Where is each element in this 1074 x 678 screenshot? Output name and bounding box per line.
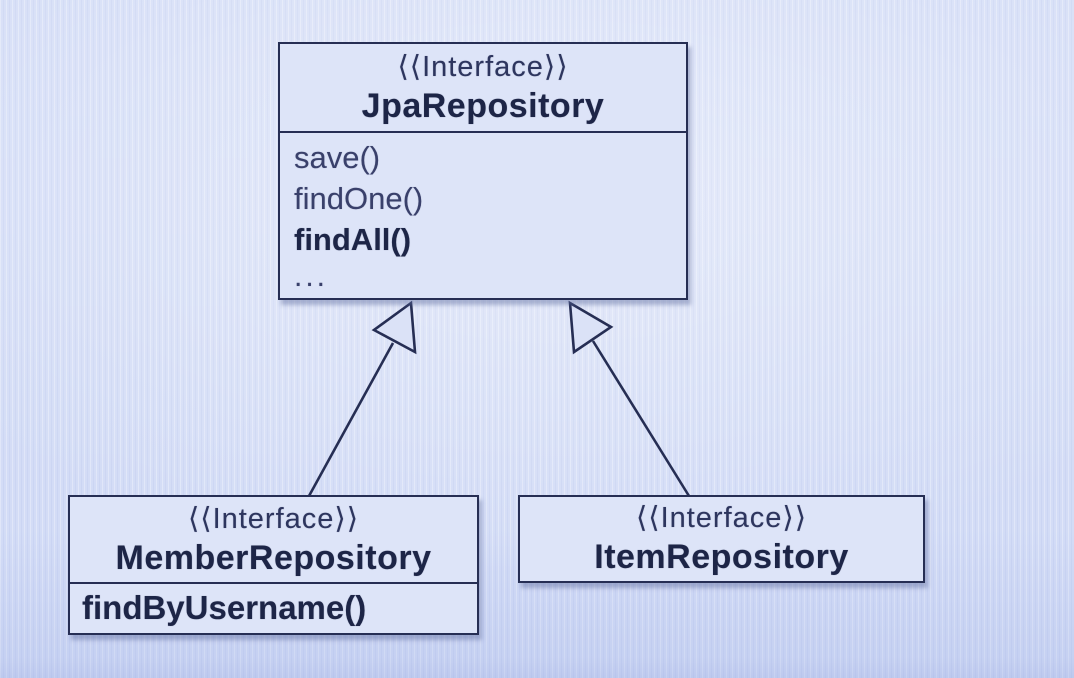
class-box-jparepository: ⟨⟨Interface⟩⟩ JpaRepository save() findO… xyxy=(278,42,688,300)
stereotype-label: ⟨⟨Interface⟩⟩ xyxy=(635,501,808,534)
method-save: save() xyxy=(294,140,381,175)
method-ellipsis: ... xyxy=(294,260,329,293)
class-box-memberrepository: ⟨⟨Interface⟩⟩ MemberRepository findByUse… xyxy=(68,495,479,635)
method-findall: findAll() xyxy=(294,222,412,257)
method-list: save() findOne() findAll() ... xyxy=(280,133,686,294)
class-header: ⟨⟨Interface⟩⟩ ItemRepository xyxy=(520,497,923,580)
class-header: ⟨⟨Interface⟩⟩ MemberRepository xyxy=(70,497,477,584)
stereotype-label: ⟨⟨Interface⟩⟩ xyxy=(187,502,360,535)
class-header: ⟨⟨Interface⟩⟩ JpaRepository xyxy=(280,44,686,133)
class-name: ItemRepository xyxy=(594,537,849,576)
generalization-arrow-member xyxy=(307,300,417,497)
class-name: JpaRepository xyxy=(361,86,605,125)
class-name: MemberRepository xyxy=(115,538,432,577)
generalization-arrow-item xyxy=(568,300,691,497)
method-list: findByUsername() xyxy=(70,584,477,631)
class-box-itemrepository: ⟨⟨Interface⟩⟩ ItemRepository xyxy=(518,495,925,583)
method-findone: findOne() xyxy=(294,181,424,216)
method-findbyusername: findByUsername() xyxy=(82,589,367,626)
stereotype-label: ⟨⟨Interface⟩⟩ xyxy=(397,50,569,83)
